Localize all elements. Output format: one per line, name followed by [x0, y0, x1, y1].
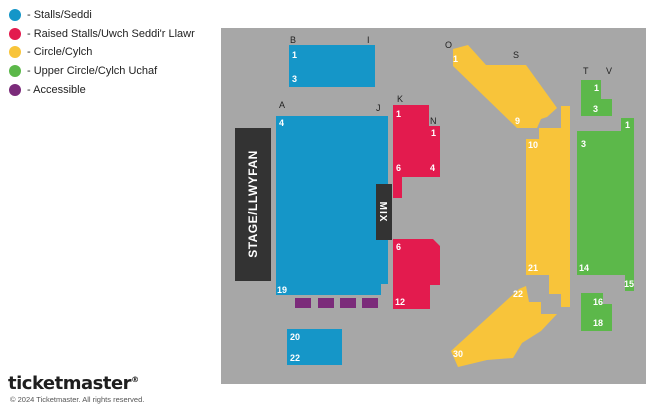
legend-item-raised-stalls: - Raised Stalls/Uwch Seddi'r Llawr	[9, 25, 195, 44]
section-circle-mid[interactable]	[526, 106, 570, 307]
section-stalls-rear[interactable]	[287, 329, 342, 365]
legend-swatch-circle	[9, 46, 21, 59]
legend-label: - Stalls/Seddi	[27, 9, 92, 22]
row-label: 22	[513, 289, 523, 299]
legend-label: - Accessible	[27, 83, 86, 96]
row-letter-i: I	[367, 35, 370, 45]
row-label: 4	[430, 163, 435, 173]
row-label: 30	[453, 349, 463, 359]
section-circle-bot[interactable]	[451, 286, 557, 367]
mix-label: MIX	[377, 202, 388, 223]
row-label: 4	[279, 118, 284, 128]
row-label: 3	[292, 74, 297, 84]
section-upper-main[interactable]	[577, 118, 634, 291]
row-label: 14	[579, 263, 589, 273]
section-upper-tv[interactable]	[581, 80, 612, 116]
legend-item-accessible: - Accessible	[9, 80, 195, 99]
legend-label: - Circle/Cylch	[27, 46, 93, 59]
ticketmaster-logo: ticketmaster®	[8, 370, 144, 394]
seat-map: STAGE/LLWYFAN B I 1 3 A J 4 19 MIX 20 22…	[221, 28, 646, 384]
row-label: 9	[515, 116, 520, 126]
row-letter-t: T	[583, 66, 589, 76]
copyright-text: © 2024 Ticketmaster. All rights reserved…	[10, 395, 145, 404]
legend-item-circle: - Circle/Cylch	[9, 43, 195, 62]
legend-label: - Upper Circle/Cylch Uchaf	[27, 65, 158, 78]
section-circle-top[interactable]	[453, 45, 557, 128]
row-label: 1	[625, 120, 630, 130]
row-label: 12	[395, 297, 405, 307]
section-stalls-bi[interactable]	[289, 45, 375, 87]
legend-swatch-upper-circle	[9, 65, 21, 78]
row-label: 1	[292, 50, 297, 60]
row-label: 19	[277, 285, 287, 295]
brand-name: ticketmaster	[8, 373, 132, 394]
legend-item-upper-circle: - Upper Circle/Cylch Uchaf	[9, 62, 195, 81]
legend-swatch-raised-stalls	[9, 27, 21, 40]
brand-registered-mark: ®	[131, 375, 139, 384]
brand: ticketmaster® © 2024 Ticketmaster. All r…	[8, 370, 145, 405]
row-label: 16	[593, 297, 603, 307]
row-label: 10	[528, 140, 538, 150]
legend: - Stalls/Seddi - Raised Stalls/Uwch Sedd…	[9, 6, 195, 99]
row-letter-b: B	[290, 35, 296, 45]
row-label: 15	[624, 279, 634, 289]
row-label: 3	[581, 139, 586, 149]
row-label: 6	[396, 163, 401, 173]
legend-swatch-accessible	[9, 83, 21, 96]
legend-label: - Raised Stalls/Uwch Seddi'r Llawr	[27, 27, 195, 40]
section-raised-lower[interactable]	[393, 239, 440, 309]
row-label: 1	[594, 83, 599, 93]
row-label: 1	[453, 54, 458, 64]
row-label: 3	[593, 104, 598, 114]
accessible-space[interactable]	[295, 298, 311, 308]
accessible-space[interactable]	[340, 298, 356, 308]
mix-desk	[376, 184, 392, 240]
row-label: 6	[396, 242, 401, 252]
row-letter-a: A	[279, 100, 285, 110]
row-label: 21	[528, 263, 538, 273]
row-label: 20	[290, 332, 300, 342]
row-letter-j: J	[376, 103, 381, 113]
row-label: 22	[290, 353, 300, 363]
row-label: 1	[396, 109, 401, 119]
section-raised-upper[interactable]	[393, 105, 440, 198]
legend-item-stalls: - Stalls/Seddi	[9, 6, 195, 25]
accessible-space[interactable]	[362, 298, 378, 308]
row-letter-k: K	[397, 94, 403, 104]
row-label: 1	[431, 128, 436, 138]
accessible-space[interactable]	[318, 298, 334, 308]
row-letter-n: N	[430, 116, 437, 126]
row-letter-o: O	[445, 40, 452, 50]
legend-swatch-stalls	[9, 9, 21, 22]
row-label: 18	[593, 318, 603, 328]
stage-label: STAGE/LLWYFAN	[246, 150, 260, 258]
section-stalls-main[interactable]	[276, 116, 388, 295]
section-upper-bot[interactable]	[581, 293, 612, 331]
stage	[235, 128, 271, 281]
row-letter-s: S	[513, 50, 519, 60]
row-letter-v: V	[606, 66, 612, 76]
